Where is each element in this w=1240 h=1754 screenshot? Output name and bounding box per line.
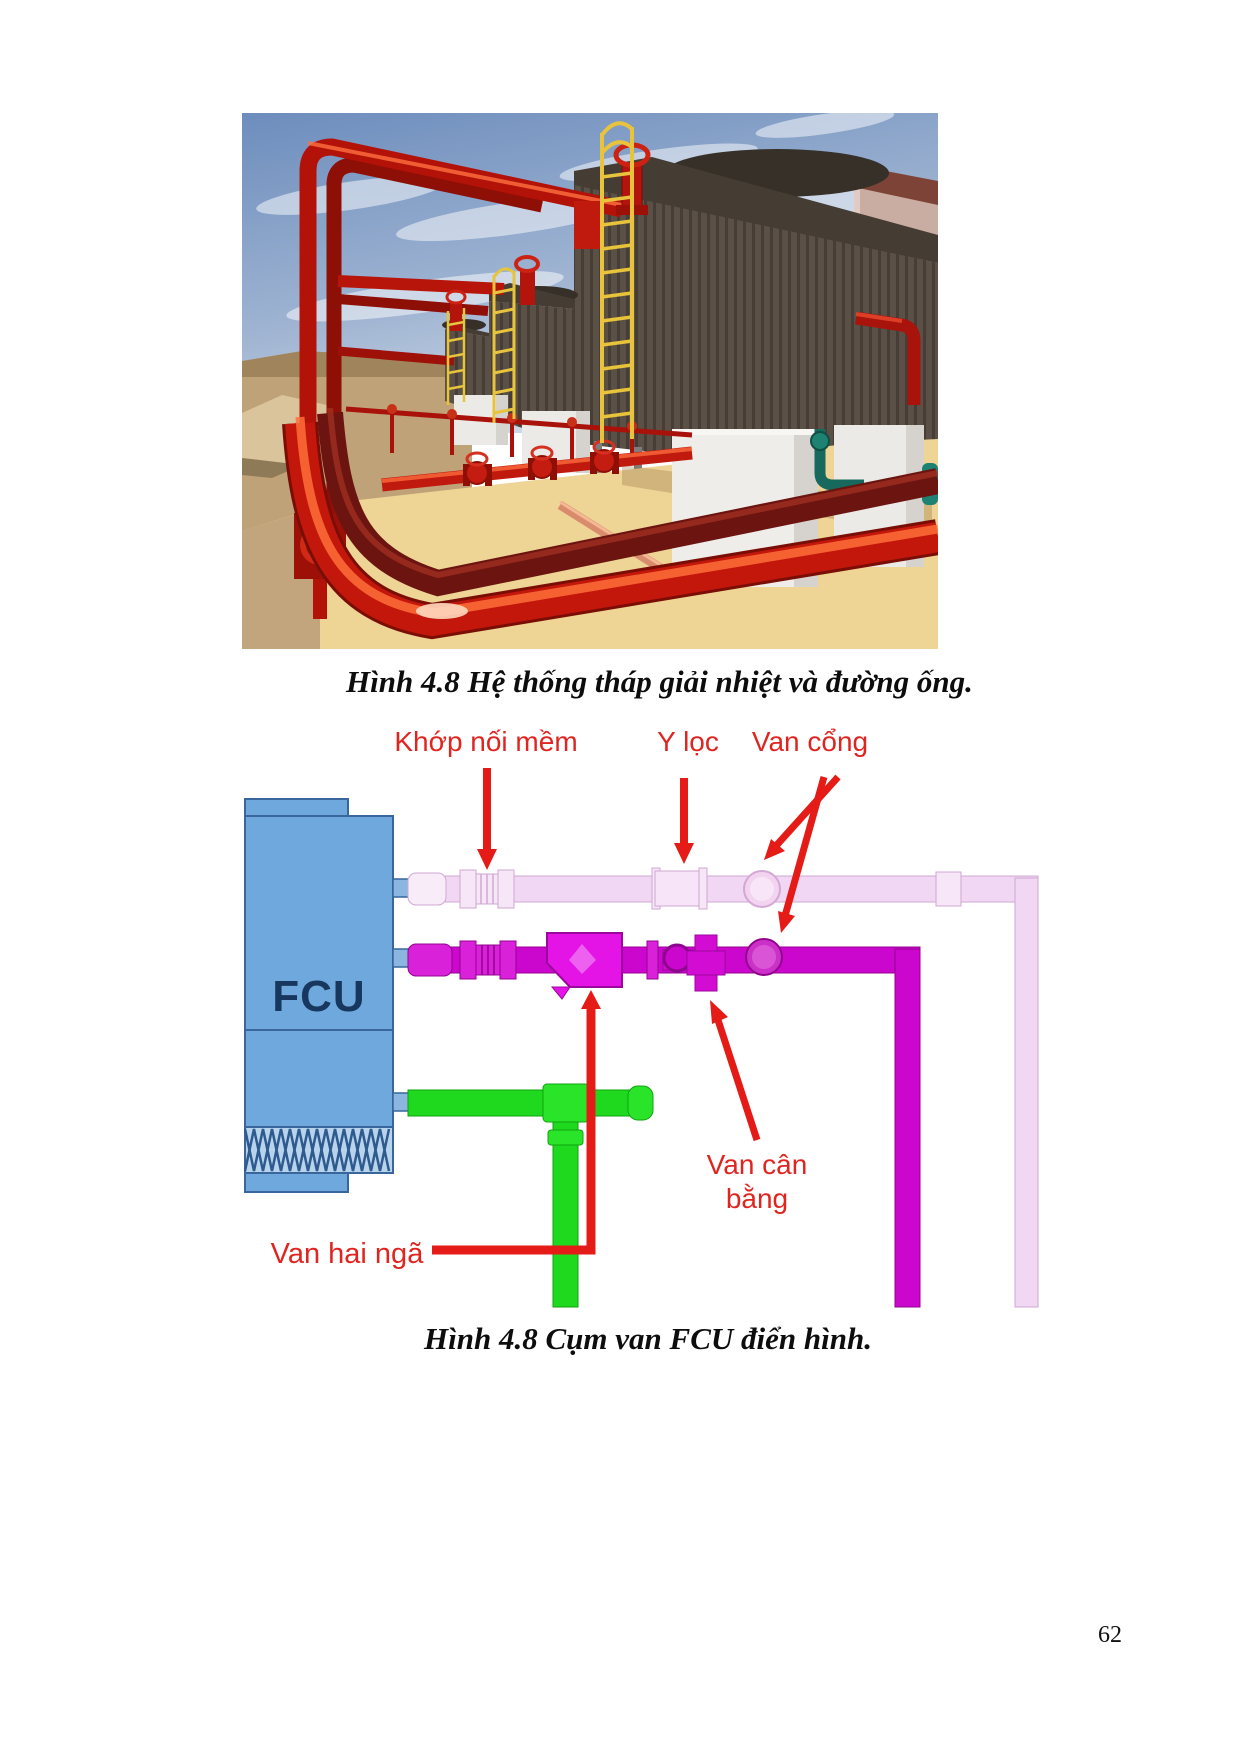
cooling-towers <box>442 149 938 485</box>
pink-flange <box>459 869 477 909</box>
label-y-strainer: Y lọc <box>657 726 719 757</box>
fcu-valve-diagram <box>240 712 1045 1312</box>
two-way-valve-pointer <box>432 1007 596 1255</box>
photo-figure-caption: Hình 4.8 Hệ thống tháp giải nhiệt và đườ… <box>346 664 973 699</box>
flanged-valves <box>463 439 619 486</box>
label-flexible-joint: Khớp nối mềm <box>394 726 578 757</box>
red-manifold <box>345 404 693 461</box>
label-balancing-valve: Van cân bằng <box>706 1149 808 1214</box>
pink-y-strainer <box>654 870 703 907</box>
fcu-unit-label: FCU <box>272 972 366 1021</box>
pink-pipe-line <box>407 867 1039 1308</box>
cooling-tower-render <box>242 110 941 649</box>
wall-red-pipe <box>855 311 921 405</box>
label-gate-valve: Van cổng <box>751 726 869 757</box>
magenta-pipe-line <box>407 932 921 1308</box>
label-two-way-valve: Van hai ngã <box>270 1238 424 1270</box>
coil-zigzag-2 <box>243 1128 391 1172</box>
cooling-tower-photo <box>242 110 941 649</box>
diagram-figure-caption: Hình 4.8 Cụm van FCU điển hình. <box>424 1321 872 1356</box>
gate-valve-arrow-1 <box>772 774 841 850</box>
foreground-loop-pipes <box>282 407 941 640</box>
yellow-ladders <box>446 121 634 443</box>
annotation-arrows <box>432 768 841 1255</box>
fcu-valve-diagram-svg <box>243 768 1039 1308</box>
gate-valve-arrow-2 <box>781 776 828 917</box>
green-tee <box>542 1083 590 1123</box>
green-pipe-line <box>407 1083 654 1308</box>
balancing-valve-arrow <box>714 1018 761 1142</box>
mid-red-pipe <box>381 439 693 492</box>
page-number: 62 <box>1098 1622 1122 1648</box>
coil-zigzag <box>243 1128 391 1172</box>
green-end-cap <box>627 1085 654 1121</box>
pink-coupling <box>935 871 962 907</box>
